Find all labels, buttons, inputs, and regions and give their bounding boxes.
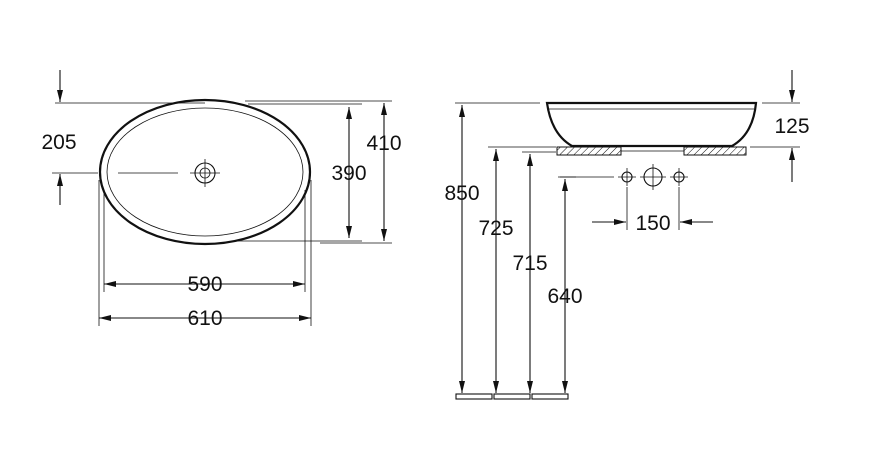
dim-205-label: 205 (41, 131, 76, 154)
basin-profile (545, 101, 758, 148)
side-view: 125 150 850 (444, 70, 810, 400)
floor-block-715 (531, 393, 569, 400)
dim-390-label: 390 (331, 162, 366, 185)
fixing-point-left-icon (618, 168, 636, 186)
basin-inner-rim (106, 107, 304, 237)
top-view: 205 390 410 590 610 (41, 70, 402, 330)
dim-610-label: 610 (187, 307, 222, 330)
floor-block-725 (493, 393, 531, 400)
dim-850-label: 850 (444, 182, 479, 205)
countertop-right (683, 146, 747, 156)
basin-outer-rim (98, 98, 312, 246)
dim-125-label: 125 (774, 115, 809, 138)
dim-150-label: 150 (635, 212, 670, 235)
dim-725-label: 725 (478, 217, 513, 240)
fixing-point-right-icon (670, 168, 688, 186)
floor-block-850 (455, 393, 493, 400)
dim-410-label: 410 (366, 132, 401, 155)
dim-715-label: 715 (512, 252, 547, 275)
drain-icon (190, 159, 220, 187)
countertop-left (556, 146, 622, 156)
dim-590-label: 590 (187, 273, 222, 296)
dim-640-label: 640 (547, 285, 582, 308)
waste-connection-icon (640, 164, 666, 190)
